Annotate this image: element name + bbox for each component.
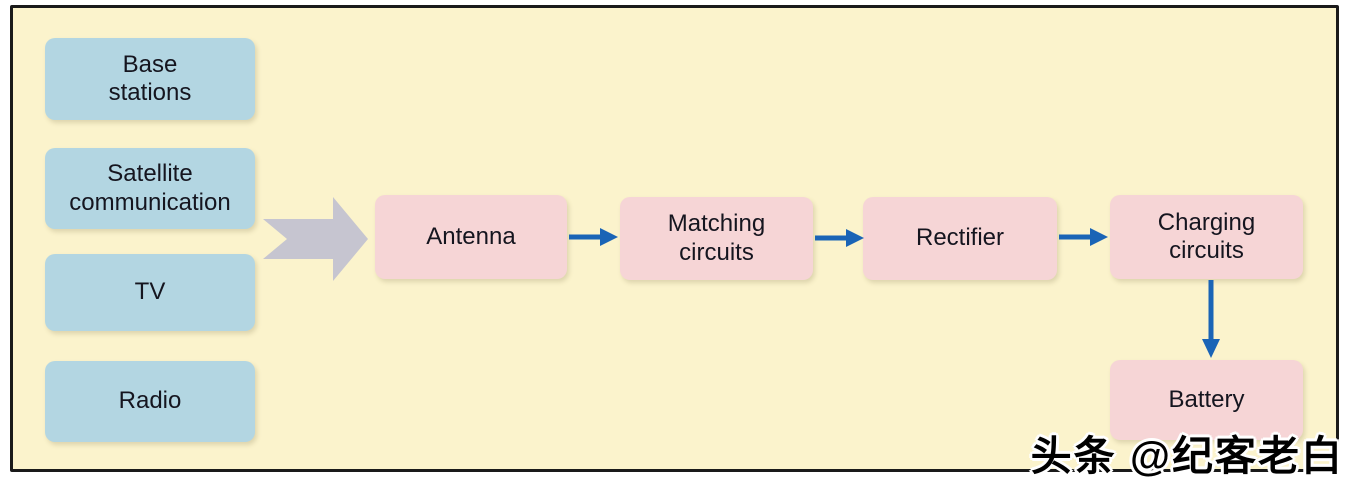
source-label-radio: Radio — [118, 387, 182, 415]
arrow-charging-to-battery-icon — [1202, 280, 1220, 358]
source-box-base-stations: Base stations — [45, 38, 255, 120]
source-label-tv: TV — [134, 278, 166, 306]
flow-label-rectifier: Rectifier — [915, 224, 1005, 252]
flow-label-antenna: Antenna — [426, 222, 516, 250]
source-label-satellite-communication: Satellite communication — [69, 160, 231, 216]
source-box-radio: Radio — [45, 361, 255, 442]
flow-box-matching-circuits: Matching circuits — [620, 197, 813, 280]
flow-box-antenna: Antenna — [375, 195, 567, 279]
flow-box-rectifier: Rectifier — [863, 197, 1057, 280]
big-input-arrow-icon — [263, 197, 368, 281]
flow-label-battery: Battery — [1168, 385, 1245, 413]
arrow-rectifier-to-charging-icon — [1059, 228, 1108, 246]
flow-label-matching-circuits: Matching circuits — [667, 210, 766, 266]
arrow-matching-to-rectifier-icon — [815, 229, 864, 247]
flow-label-charging-circuits: Charging circuits — [1157, 208, 1256, 264]
source-box-satellite-communication: Satellite communication — [45, 148, 255, 229]
source-box-tv: TV — [45, 254, 255, 331]
arrow-antenna-to-matching-icon — [569, 228, 618, 246]
watermark: 头条 @纪客老白 — [1030, 433, 1344, 479]
source-label-base-stations: Base stations — [108, 50, 192, 106]
flow-box-battery: Battery — [1110, 360, 1303, 440]
flow-box-charging-circuits: Charging circuits — [1110, 195, 1303, 279]
